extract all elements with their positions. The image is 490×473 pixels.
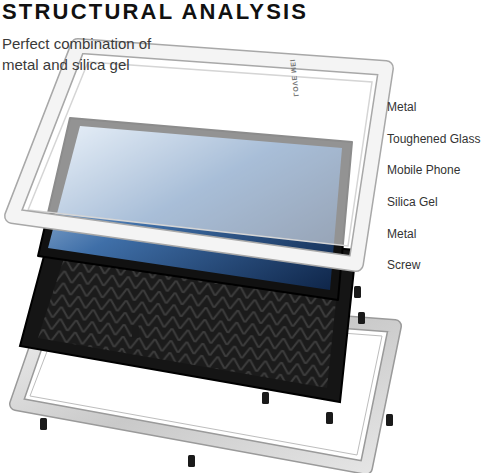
part-label: Metal [387,227,416,241]
part-label: Screw [387,258,420,272]
metal-front-frame [12,46,386,264]
metal-front-frame-face [12,46,386,264]
subtitle: Perfect combination of metal and silica … [2,33,180,75]
part-label: Metal [387,100,416,114]
diagram-title: STRUCTURAL ANALYSIS [2,0,308,25]
part-label: Toughened Glass [387,132,480,146]
part-label: Silica Gel [387,195,438,209]
part-label: Mobile Phone [387,163,460,177]
screws [40,286,393,467]
